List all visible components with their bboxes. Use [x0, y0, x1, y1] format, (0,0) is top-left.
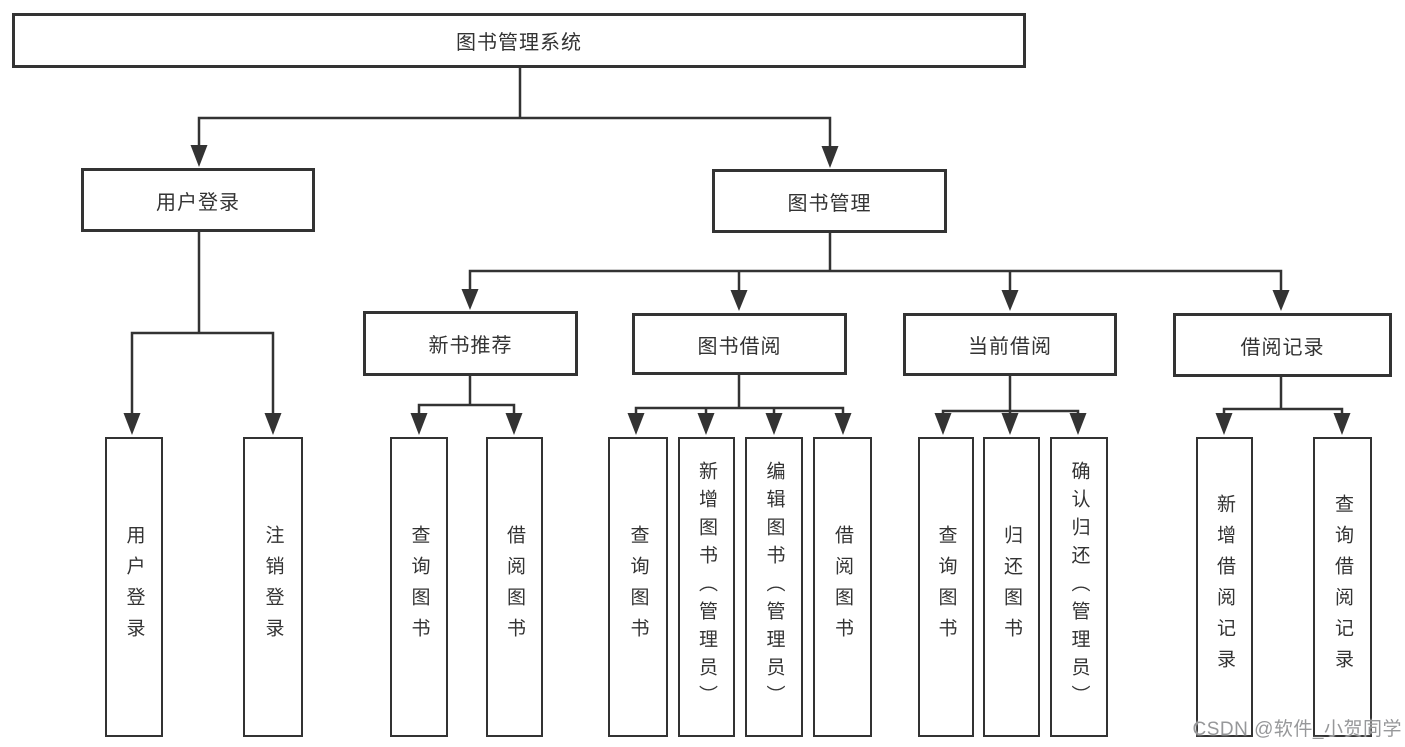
leaf-label: 确认归还（管理员）	[1068, 461, 1090, 713]
arrowhead	[821, 146, 839, 168]
leaf-logout: 注销登录	[243, 437, 303, 737]
node-new-book-recommendation: 新书推荐	[363, 311, 578, 376]
leaf-edit-books-admin: 编辑图书（管理员）	[745, 437, 803, 737]
arrowhead	[1215, 413, 1233, 435]
leaf-label: 用户登录	[123, 525, 145, 649]
node-user-login: 用户登录	[81, 168, 315, 232]
leaf-return-books: 归还图书	[983, 437, 1040, 737]
arrowhead	[627, 413, 645, 435]
node-book-management: 图书管理	[712, 169, 947, 233]
arrowhead	[1333, 413, 1351, 435]
connector-line	[197, 116, 832, 147]
csdn-watermark: CSDN @软件_小贺同学	[1192, 719, 1402, 740]
connector-line	[130, 331, 275, 414]
node-library-management-system: 图书管理系统	[12, 13, 1026, 68]
leaf-label: 新增图书（管理员）	[696, 461, 717, 713]
arrowhead	[505, 413, 523, 435]
connector-line	[1222, 407, 1344, 414]
leaf-label: 归还图书	[1001, 525, 1022, 649]
leaf-query-books: 查询图书	[608, 437, 668, 737]
arrowhead	[834, 413, 852, 435]
connector-line	[468, 269, 1283, 291]
connector-line	[634, 406, 845, 414]
leaf-label: 编辑图书（管理员）	[763, 461, 785, 713]
arrowhead	[934, 413, 952, 435]
arrowhead	[264, 413, 282, 435]
leaf-add-books-admin: 新增图书（管理员）	[678, 437, 735, 737]
leaf-label: 查询图书	[935, 525, 957, 649]
arrowhead	[410, 413, 428, 435]
arrowhead	[461, 289, 479, 310]
leaf-label: 新增借阅记录	[1214, 494, 1235, 680]
leaf-query-books: 查询图书	[918, 437, 974, 737]
arrowhead	[1069, 413, 1087, 435]
arrowhead	[765, 413, 783, 435]
arrowhead	[730, 290, 748, 311]
leaf-label: 借阅图书	[504, 525, 525, 649]
leaf-borrow-books: 借阅图书	[486, 437, 543, 737]
arrowhead	[190, 145, 208, 167]
leaf-label: 查询图书	[627, 525, 649, 649]
leaf-label: 查询借阅记录	[1332, 494, 1353, 680]
arrowhead	[123, 413, 141, 435]
node-borrowing-records: 借阅记录	[1173, 313, 1392, 377]
leaf-query-borrow-record: 查询借阅记录	[1313, 437, 1372, 737]
connector-line	[417, 403, 516, 414]
node-current-borrowing: 当前借阅	[903, 313, 1117, 376]
arrowhead	[1272, 290, 1290, 311]
leaf-add-borrow-record: 新增借阅记录	[1196, 437, 1253, 737]
arrowhead	[697, 413, 715, 435]
leaf-label: 查询图书	[408, 525, 430, 649]
leaf-label: 注销登录	[262, 525, 284, 649]
leaf-label: 借阅图书	[832, 525, 853, 649]
leaf-borrow-books: 借阅图书	[813, 437, 872, 737]
leaf-query-books: 查询图书	[390, 437, 448, 737]
arrowhead	[1001, 290, 1019, 311]
node-book-borrowing: 图书借阅	[632, 313, 847, 375]
leaf-confirm-return-admin: 确认归还（管理员）	[1050, 437, 1108, 737]
leaf-user-login: 用户登录	[105, 437, 163, 737]
arrowhead	[1001, 413, 1019, 435]
